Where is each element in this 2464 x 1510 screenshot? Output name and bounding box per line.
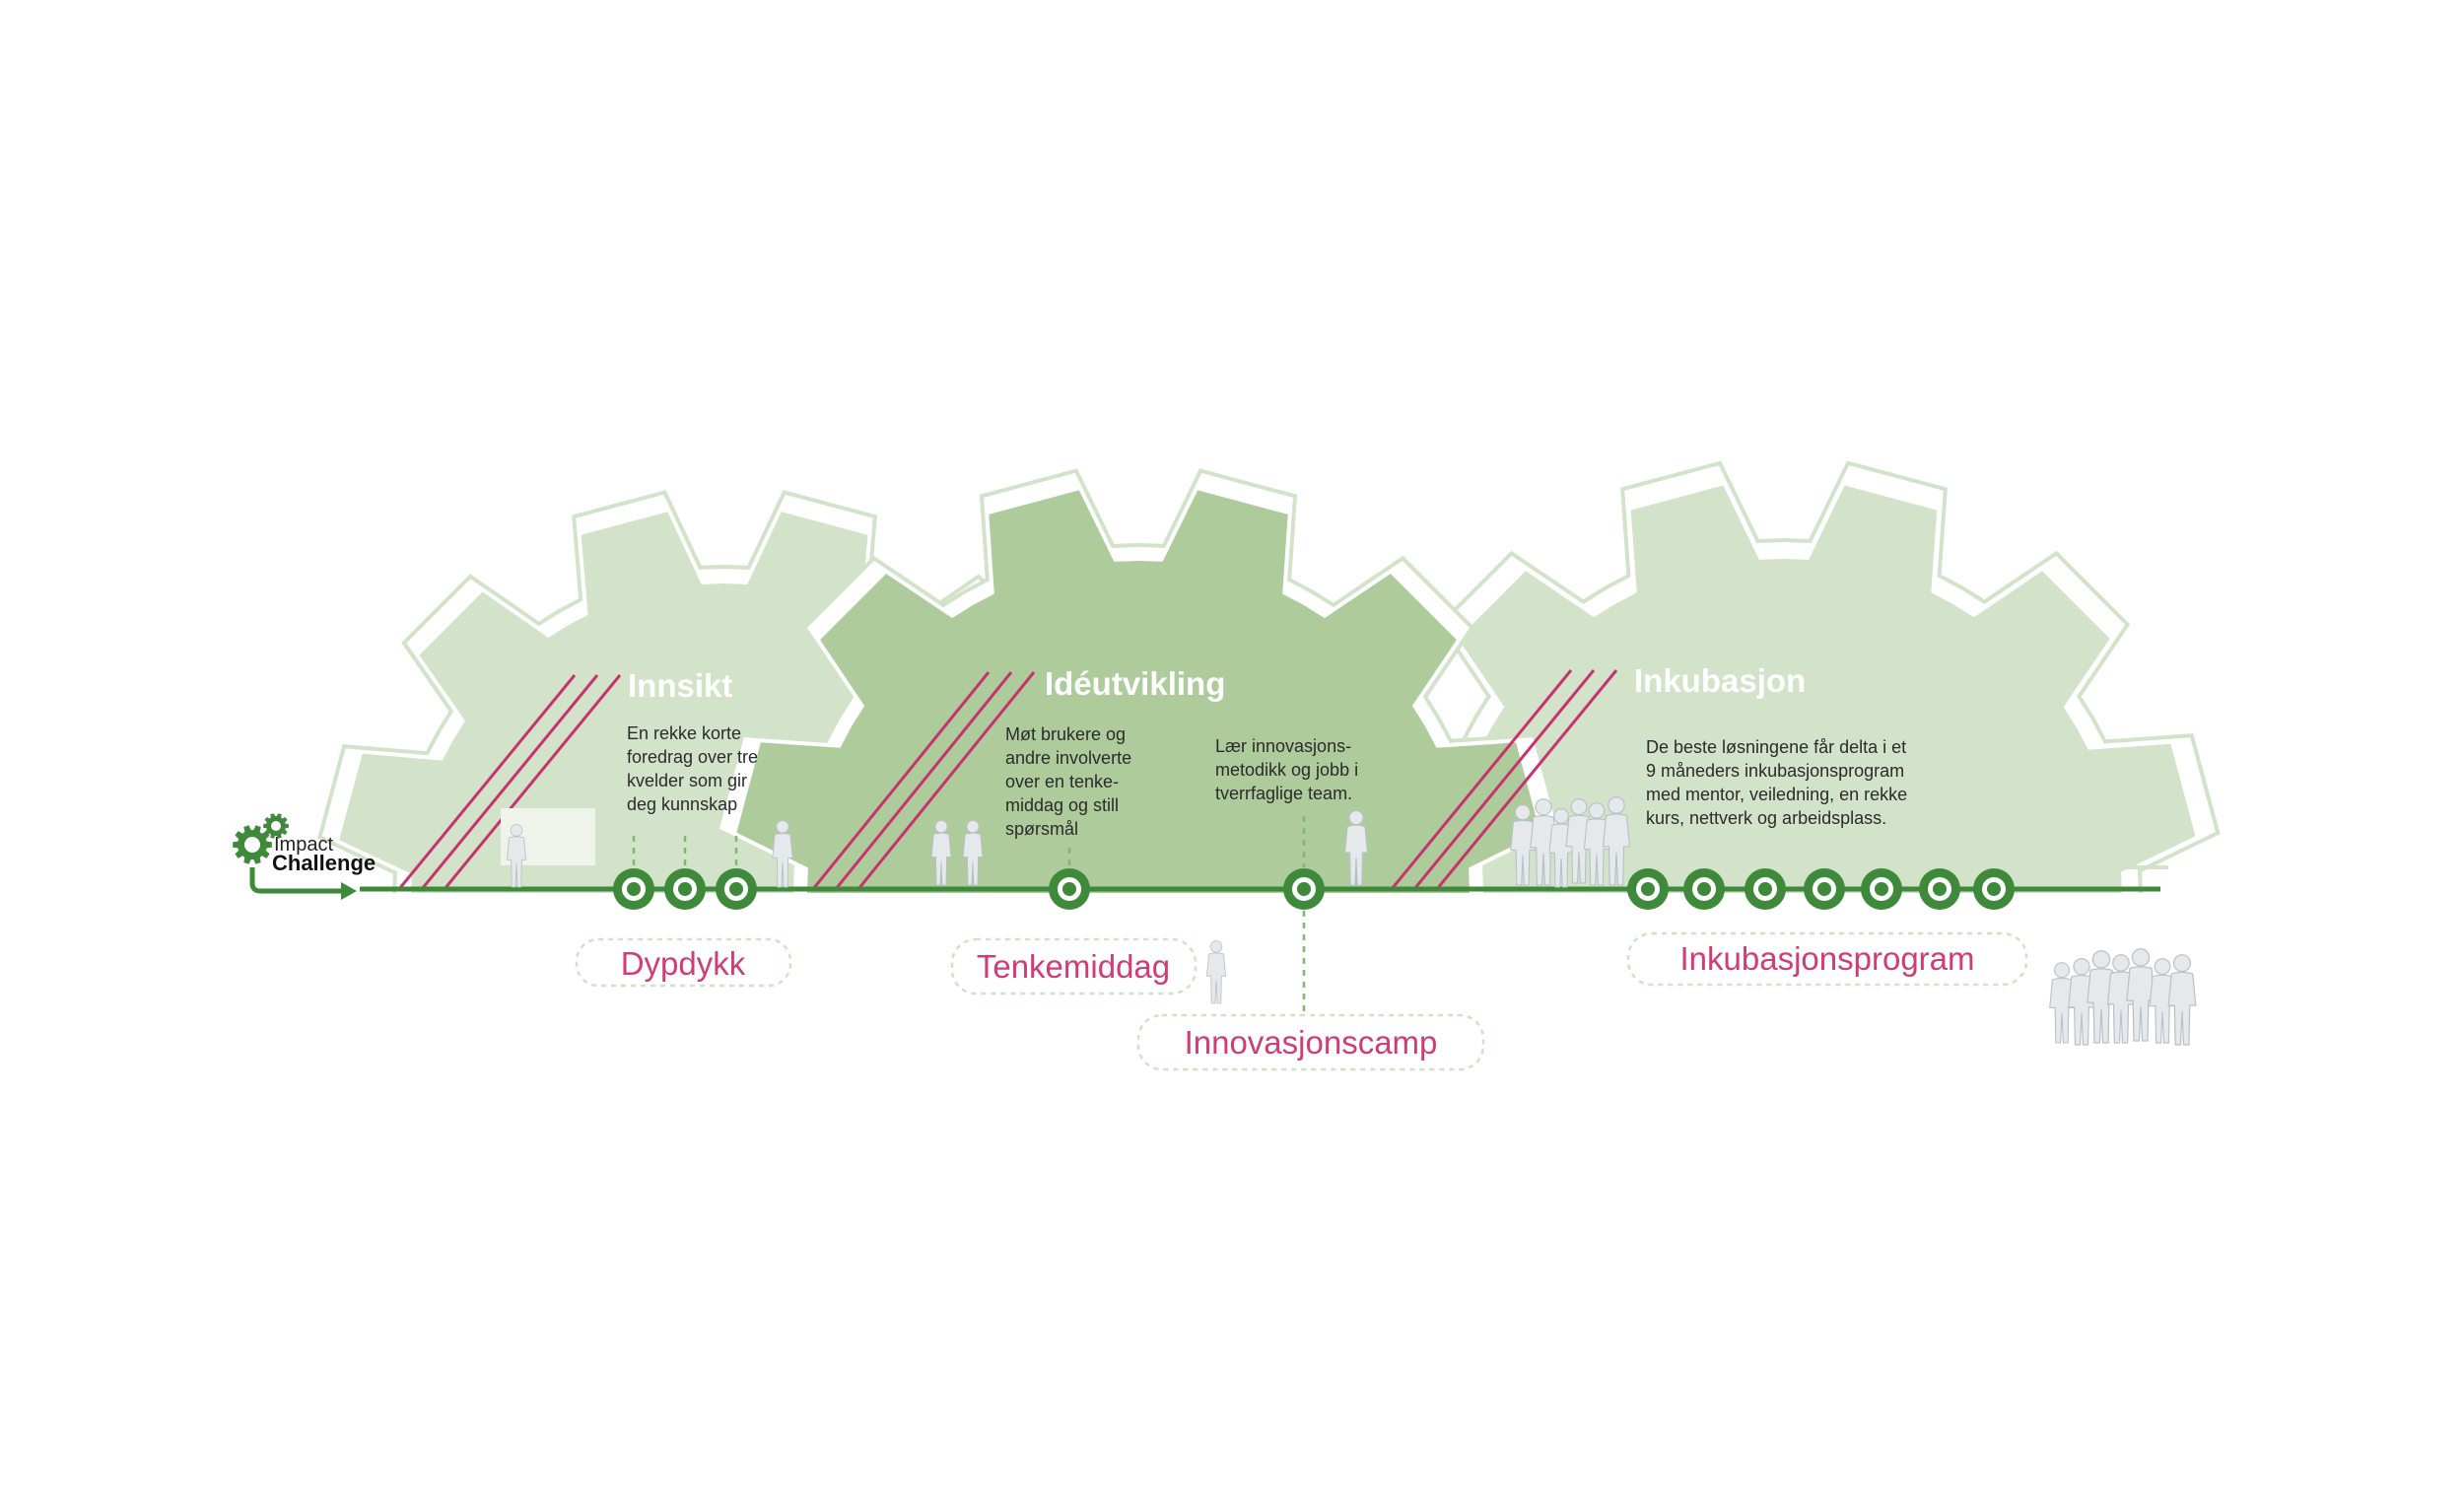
person-figure-icon <box>772 820 793 888</box>
person-figure-icon <box>1602 796 1631 886</box>
gear-node-icon <box>1683 868 1725 910</box>
person-figure-icon <box>1565 798 1593 884</box>
person-figure-icon <box>2126 948 2156 1042</box>
phase-title-inkubasjon: Inkubasjon <box>1634 662 1806 699</box>
person-figure-icon <box>2087 950 2116 1044</box>
desc-line: deg kunnskap <box>627 794 737 814</box>
gear-node-icon <box>1745 868 1786 910</box>
desc-line: 9 måneders inkubasjonsprogram <box>1646 761 1904 781</box>
connectors <box>632 816 1306 1015</box>
gear-node-icon <box>1283 868 1325 910</box>
gear-node-icon <box>1804 868 1845 910</box>
person-figure-icon <box>1205 940 1227 1004</box>
step-label-inkubasjonsprogram: Inkubasjonsprogram <box>1680 940 1975 977</box>
gear-ideutvikling <box>736 490 1540 893</box>
gear-node-icon <box>664 868 706 910</box>
step-label-tenkemiddag: Tenkemiddag <box>977 948 1170 985</box>
stripes-inkubasjon <box>1390 669 1618 890</box>
step-label-innovasjonscamp: Innovasjonscamp <box>1185 1024 1438 1061</box>
desc-line: kurs, nettverk og arbeidsplass. <box>1646 808 1886 828</box>
step-dypdykk: Dypdykk <box>575 937 792 988</box>
gear-node-icon <box>1919 868 1960 910</box>
desc-line: Lær innovasjons- <box>1215 736 1351 756</box>
person-figure-icon <box>962 820 984 886</box>
impact-challenge-logo-icon: Impact Challenge <box>233 813 376 900</box>
person-figure-icon <box>2149 958 2176 1044</box>
desc-line: tverrfaglige team. <box>1215 784 1352 803</box>
desc-line: Møt brukere og <box>1005 724 1126 744</box>
desc-line: foredrag over tre <box>627 747 758 767</box>
person-figure-icon <box>1510 804 1536 886</box>
person-figure-icon <box>506 824 527 888</box>
step-inkubasjonsprogram: Inkubasjonsprogram <box>1626 931 2028 987</box>
desc-line: En rekke korte <box>627 723 741 743</box>
desc-line: spørsmål <box>1005 819 1078 839</box>
logo-line2: Challenge <box>272 851 376 875</box>
gear-node-icon <box>1861 868 1902 910</box>
person-figure-icon <box>1344 810 1368 886</box>
logo-line1: Impact <box>274 834 333 856</box>
desc-ideutvikling-dinner: Møt brukere og andre involverte over en … <box>1005 724 1136 839</box>
desc-line: middag og still <box>1005 795 1119 815</box>
person-figure-icon <box>930 820 952 886</box>
desc-line: metodikk og jobb i <box>1215 760 1358 780</box>
gear-inkubasjon <box>1372 485 2196 893</box>
phase-title-innsikt: Innsikt <box>628 667 732 704</box>
gear-node-icon <box>1627 868 1669 910</box>
people-figures <box>506 796 2197 1046</box>
ground-outline-right <box>2080 865 2168 871</box>
gear-node-icon <box>1049 868 1090 910</box>
desc-line: De beste løsningene får delta i et <box>1646 737 1906 757</box>
desc-ideutvikling-camp: Lær innovasjons- metodikk og jobb i tver… <box>1215 736 1363 803</box>
gear-node-icon <box>613 868 654 910</box>
desc-inkubasjon: De beste løsningene får delta i et 9 mån… <box>1646 737 1912 828</box>
step-innovasjonscamp: Innovasjonscamp <box>1136 1013 1485 1071</box>
person-figure-icon <box>2167 954 2197 1046</box>
desc-line: andre involverte <box>1005 748 1131 768</box>
step-tenkemiddag: Tenkemiddag <box>950 937 1198 995</box>
step-label-dypdykk: Dypdykk <box>621 945 746 982</box>
phase-title-ideutvikling: Idéutvikling <box>1045 665 1225 702</box>
desc-line: kvelder som gir <box>627 771 747 790</box>
person-figure-icon <box>2049 962 2075 1044</box>
desc-innsikt: En rekke korte foredrag over tre kvelder… <box>627 723 763 814</box>
gear-node-icon <box>1973 868 2015 910</box>
stripes-innsikt <box>397 674 622 890</box>
desc-line: med mentor, veiledning, en rekke <box>1646 785 1907 804</box>
person-figure-icon <box>1583 802 1610 886</box>
gear-node-icon <box>716 868 757 910</box>
desc-line: over en tenke- <box>1005 772 1119 791</box>
stripes-ideutvikling <box>811 671 1036 890</box>
person-figure-icon <box>1530 798 1557 886</box>
